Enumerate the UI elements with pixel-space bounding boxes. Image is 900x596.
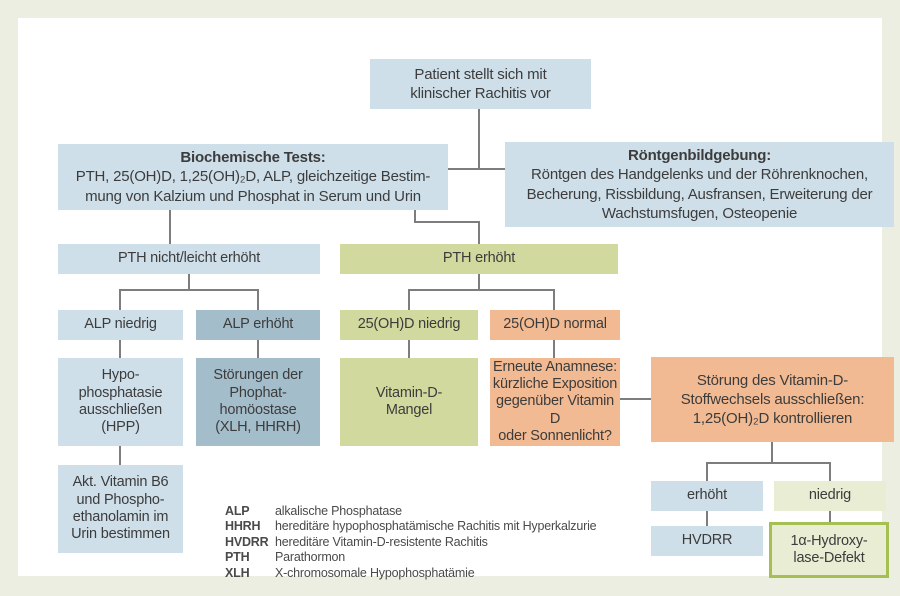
connector <box>257 289 259 310</box>
connector <box>553 340 555 358</box>
connector <box>408 289 410 310</box>
legend-definition: alkalische Phosphatase <box>275 504 402 518</box>
connector <box>119 289 259 291</box>
legend-item: HVDRR hereditäre Vitamin-D-resistente Ra… <box>225 535 655 550</box>
connector <box>706 462 831 464</box>
abbreviation-legend: ALP alkalische Phosphatase HHRH hereditä… <box>225 504 655 581</box>
node-elevated: erhöht <box>651 481 763 511</box>
legend-definition: hereditäre Vitamin-D-resistente Rachitis <box>275 534 488 549</box>
node-25ohd-low: 25(OH)D niedrig <box>340 310 478 340</box>
legend-abbr: ALP <box>225 504 250 518</box>
connector <box>553 289 555 310</box>
legend-abbr: PTH <box>225 550 250 565</box>
connector <box>706 462 708 481</box>
node-low: niedrig <box>774 481 886 511</box>
connector <box>478 274 480 291</box>
node-alp-elevated: ALP erhöht <box>196 310 320 340</box>
legend-item: XLH X-chromosomale Hypophosphatämie <box>225 566 655 581</box>
connector <box>414 221 480 223</box>
connector <box>119 289 121 310</box>
connector <box>829 511 831 523</box>
connector <box>706 511 708 526</box>
node-xray-imaging: Röntgenbildgebung: Röntgen des Handgelen… <box>505 142 894 227</box>
legend-abbr: XLH <box>225 565 250 580</box>
connector <box>414 210 416 223</box>
node-biochemical-tests-title: Biochemische Tests: <box>180 149 326 167</box>
node-pth-not-elevated: PTH nicht/leicht erhöht <box>58 244 320 274</box>
legend-definition: Parathormon <box>275 550 346 565</box>
legend-item: ALP alkalische Phosphatase <box>225 504 655 519</box>
connector <box>169 210 171 244</box>
legend-item: PTH Parathormon <box>225 550 655 565</box>
node-biochemical-tests: Biochemische Tests: PTH, 25(OH)D, 1,25(O… <box>58 144 448 210</box>
connector <box>478 221 480 244</box>
connector <box>620 398 651 400</box>
legend-definition: X-chromosomale Hypophosphatämie <box>275 565 475 580</box>
connector <box>188 274 190 291</box>
connector <box>771 442 773 463</box>
connector <box>408 340 410 358</box>
connector <box>478 109 480 169</box>
node-vitamin-d-deficiency: Vitamin-D-Mangel <box>340 358 478 446</box>
node-biochemical-tests-body: PTH, 25(OH)D, 1,25(OH)₂D, ALP, gleichzei… <box>75 168 431 205</box>
node-hvdrr: HVDRR <box>651 526 763 556</box>
legend-abbr: HVDRR <box>225 534 269 549</box>
connector <box>119 446 121 465</box>
node-alp-low: ALP niedrig <box>58 310 183 340</box>
node-xray-imaging-title: Röntgenbildgebung: <box>627 147 772 165</box>
node-pth-elevated: PTH erhöht <box>340 244 618 274</box>
legend-abbr: HHRH <box>225 519 261 534</box>
connector <box>829 462 831 481</box>
legend-item: HHRH hereditäre hypophosphatämische Rach… <box>225 519 655 534</box>
connector <box>448 168 505 170</box>
legend-definition: hereditäre hypophosphatämische Rachitis … <box>275 519 597 534</box>
connector <box>119 340 121 358</box>
connector <box>408 289 555 291</box>
node-vitd-metabolism-disorder: Störung des Vitamin-D-Stoffwechsels auss… <box>651 357 894 442</box>
node-hydroxylase-defect: 1α-Hydroxy-lase-Defekt <box>769 522 889 578</box>
node-xray-imaging-body: Röntgen des Handgelenks und der Röhrenkn… <box>526 166 873 222</box>
node-25ohd-normal: 25(OH)D normal <box>490 310 620 340</box>
connector <box>257 340 259 358</box>
